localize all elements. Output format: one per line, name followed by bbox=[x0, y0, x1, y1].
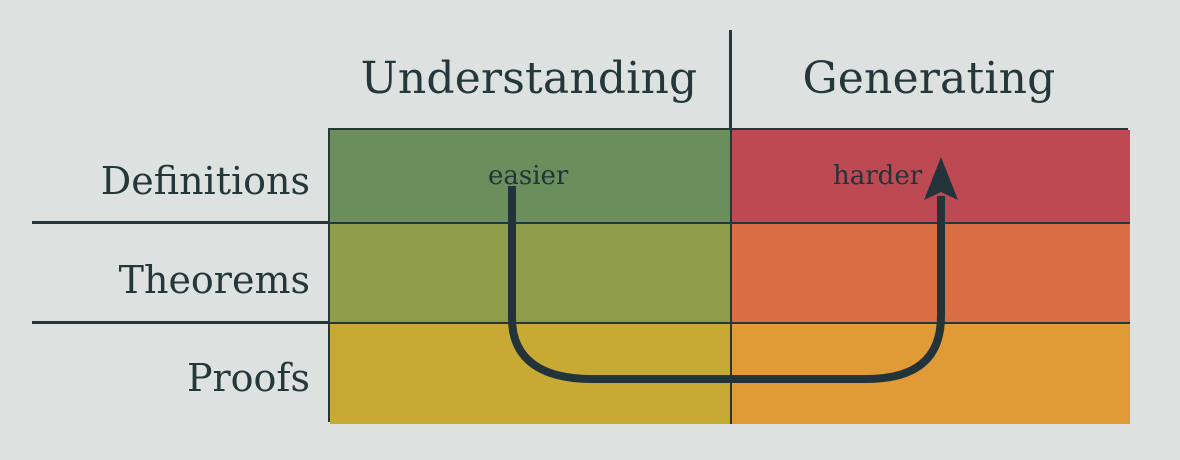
column-header-generating: Generating bbox=[802, 53, 1056, 104]
column-divider-line bbox=[729, 30, 732, 130]
matrix-grid: easier harder bbox=[328, 128, 1130, 424]
cell-proofs-generating[interactable] bbox=[732, 324, 1130, 424]
row-label-definitions: Definitions bbox=[100, 159, 310, 203]
row-label-theorems: Theorems bbox=[118, 258, 310, 302]
column-header-understanding: Understanding bbox=[360, 53, 698, 104]
cell-note-harder: harder bbox=[833, 161, 923, 191]
cell-definitions-generating[interactable]: harder bbox=[732, 130, 1130, 224]
row-separator-rule-definitions-theorems bbox=[32, 221, 330, 224]
cell-note-easier: easier bbox=[488, 161, 569, 191]
cell-theorems-generating[interactable] bbox=[732, 224, 1130, 324]
row-label-proofs: Proofs bbox=[186, 356, 310, 400]
cell-theorems-understanding[interactable] bbox=[330, 224, 732, 324]
cell-proofs-understanding[interactable] bbox=[330, 324, 732, 424]
cell-definitions-understanding[interactable]: easier bbox=[330, 130, 732, 224]
row-separator-rule-theorems-proofs bbox=[32, 321, 330, 324]
